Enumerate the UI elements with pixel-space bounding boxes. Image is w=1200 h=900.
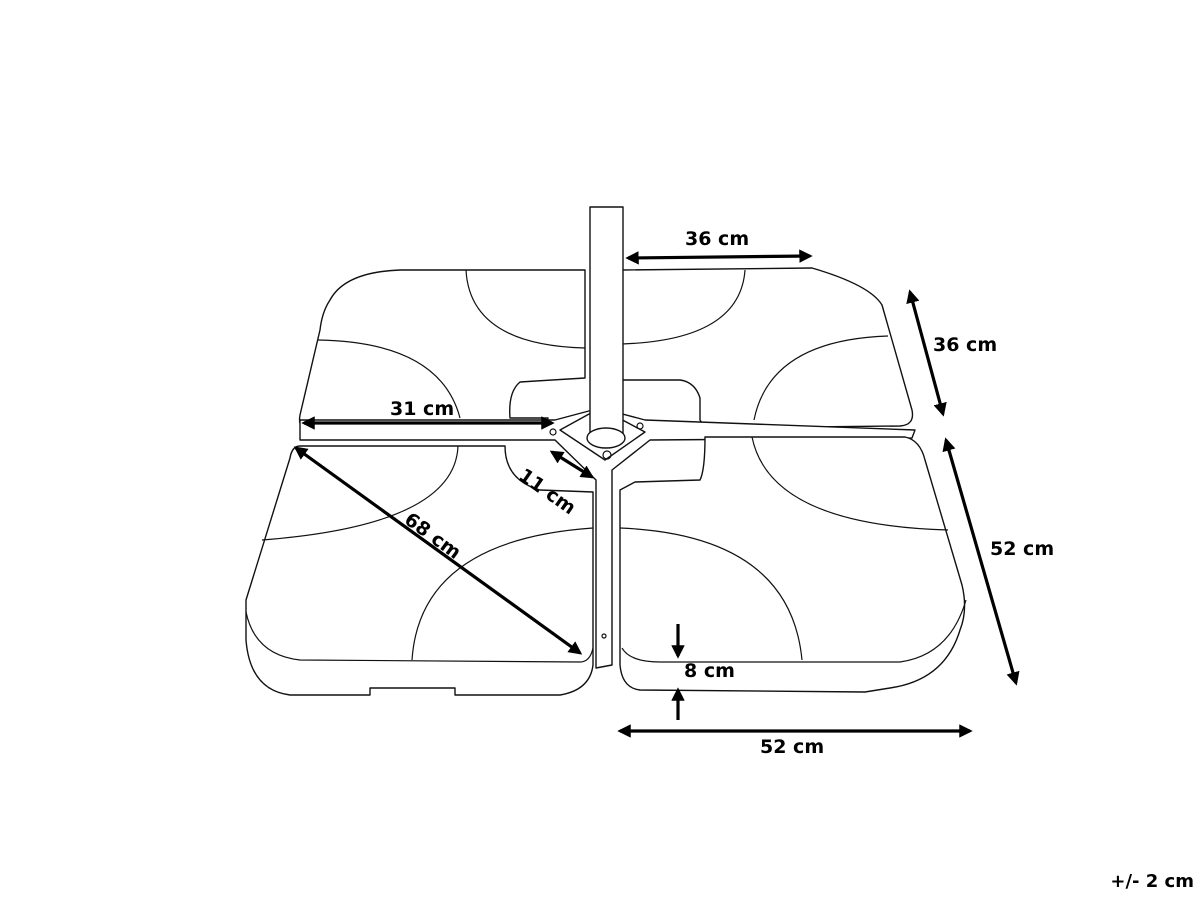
label-side-depth: 52 cm <box>990 538 1055 560</box>
dim-arrow-top-depth <box>906 289 947 417</box>
segment-top-right <box>621 267 914 429</box>
dim-arrow-diagonal <box>293 446 583 655</box>
tolerance-note: +/- 2 cm <box>1110 871 1194 892</box>
umbrella-pole <box>549 206 644 639</box>
label-height: 8 cm <box>684 660 735 682</box>
label-top-width: 36 cm <box>685 228 750 250</box>
label-bottom-width: 52 cm <box>760 736 825 758</box>
segment-bottom-right <box>619 436 967 693</box>
label-inner-length: 31 cm <box>390 398 455 420</box>
dim-arrow-top-width <box>625 249 813 265</box>
label-top-depth: 36 cm <box>933 334 998 356</box>
dim-arrow-side-depth <box>942 437 1020 686</box>
